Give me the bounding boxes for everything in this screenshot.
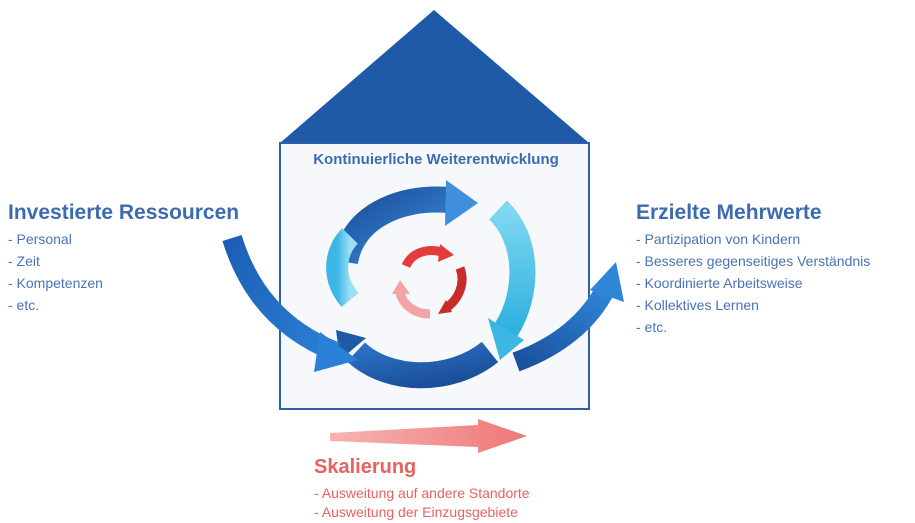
list-item: - Ausweitung auf andere Standorte — [314, 485, 530, 501]
scaling-arrow — [330, 419, 527, 453]
inputs-block: Investierte Ressourcen - Personal - Zeit… — [8, 200, 239, 316]
cycle-arrowhead-top — [445, 180, 478, 226]
outputs-heading: Erzielte Mehrwerte — [636, 201, 822, 224]
list-item: - Koordinierte Arbeitsweise — [636, 275, 803, 291]
list-item: - etc. — [8, 297, 40, 313]
list-item: - Partizipation von Kindern — [636, 231, 801, 247]
list-item: - Personal — [8, 231, 72, 247]
outputs-block: Erzielte Mehrwerte - Partizipation von K… — [636, 200, 870, 338]
list-item: - etc. — [636, 319, 668, 335]
house-title: Kontinuierliche Weiterentwicklung — [313, 151, 559, 168]
list-item: - Ausweitung der Einzugsgebiete — [314, 504, 518, 520]
inner-cycle — [392, 244, 467, 319]
output-arrow — [512, 262, 624, 372]
outputs-list: - Partizipation von Kindern - Besseres g… — [636, 228, 870, 338]
inputs-heading: Investierte Ressourcen — [8, 201, 240, 224]
inputs-list: - Personal - Zeit - Kompetenzen - etc. — [8, 228, 239, 316]
list-item: - Kompetenzen — [8, 275, 103, 291]
cycle-arc-bottom — [347, 341, 499, 389]
scaling-heading: Skalierung — [314, 456, 417, 478]
list-item: - Besseres gegenseitiges Verständnis — [636, 253, 871, 269]
cycle-arc-right — [488, 200, 536, 337]
cycle-arrowhead-right — [488, 318, 524, 360]
cycle-arc-left — [326, 228, 359, 308]
scaling-list: - Ausweitung auf andere Standorte - Ausw… — [314, 484, 530, 522]
input-arrow — [222, 234, 358, 372]
scaling-block: Skalierung - Ausweitung auf andere Stand… — [314, 454, 530, 522]
outer-cycle — [326, 180, 536, 389]
house-roof — [280, 10, 589, 143]
list-item: - Kollektives Lernen — [636, 297, 759, 313]
list-item: - Zeit — [8, 253, 40, 269]
